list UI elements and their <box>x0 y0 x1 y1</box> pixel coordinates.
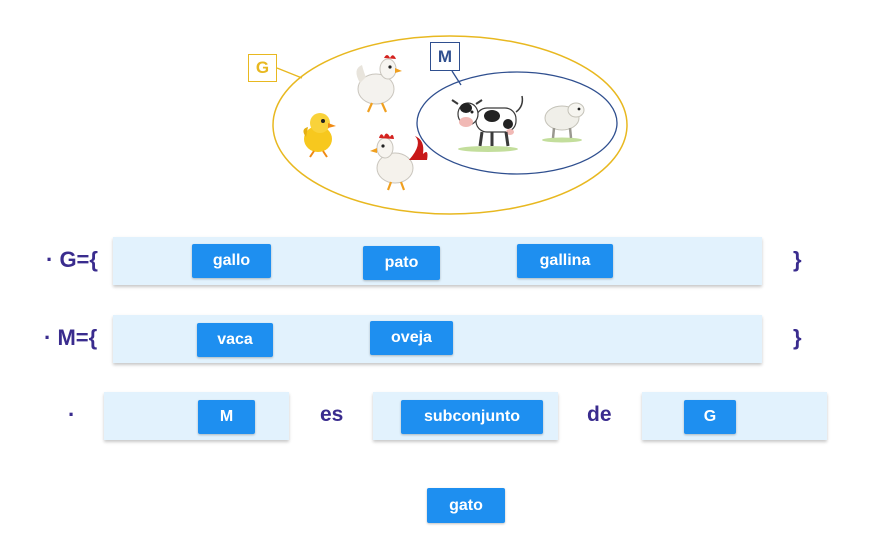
statement-bullet: · <box>68 402 76 427</box>
set-m-drop-zone[interactable]: vaca oveja <box>113 315 762 363</box>
venn-diagram: G M <box>0 0 886 230</box>
chip-g[interactable]: G <box>684 400 736 434</box>
statement-slot-3[interactable]: G <box>642 392 827 440</box>
set-g-closing-brace: } <box>793 247 802 272</box>
set-g-drop-zone[interactable]: gallo pato gallina <box>113 237 762 285</box>
venn-svg <box>272 35 628 215</box>
set-m-prefix: · M={ <box>44 325 98 350</box>
chip-gallo[interactable]: gallo <box>192 244 271 278</box>
chip-gato[interactable]: gato <box>427 488 505 523</box>
chip-m[interactable]: M <box>198 400 255 434</box>
set-g-prefix: · G={ <box>46 247 98 272</box>
chip-vaca[interactable]: vaca <box>197 323 273 357</box>
statement-slot-2[interactable]: subconjunto <box>373 392 558 440</box>
sheep-icon <box>542 102 585 143</box>
set-m-ellipse <box>416 71 618 175</box>
chip-subconjunto[interactable]: subconjunto <box>401 400 543 434</box>
cow-icon <box>451 95 524 152</box>
hen-icon <box>356 55 402 113</box>
connector-de: de <box>587 403 612 426</box>
statement-slot-1[interactable]: M <box>104 392 289 440</box>
set-g-label: G <box>248 54 277 82</box>
set-g-connector <box>276 67 303 79</box>
chip-gallina[interactable]: gallina <box>517 244 613 278</box>
chick-icon <box>303 113 336 158</box>
set-m-label: M <box>430 42 460 71</box>
rooster-icon <box>370 133 428 191</box>
connector-es: es <box>320 403 344 426</box>
chip-oveja[interactable]: oveja <box>370 321 453 355</box>
chip-pato[interactable]: pato <box>363 246 440 280</box>
set-g-ellipse <box>272 35 628 215</box>
set-m-closing-brace: } <box>793 325 802 350</box>
set-m-connector <box>451 70 462 86</box>
